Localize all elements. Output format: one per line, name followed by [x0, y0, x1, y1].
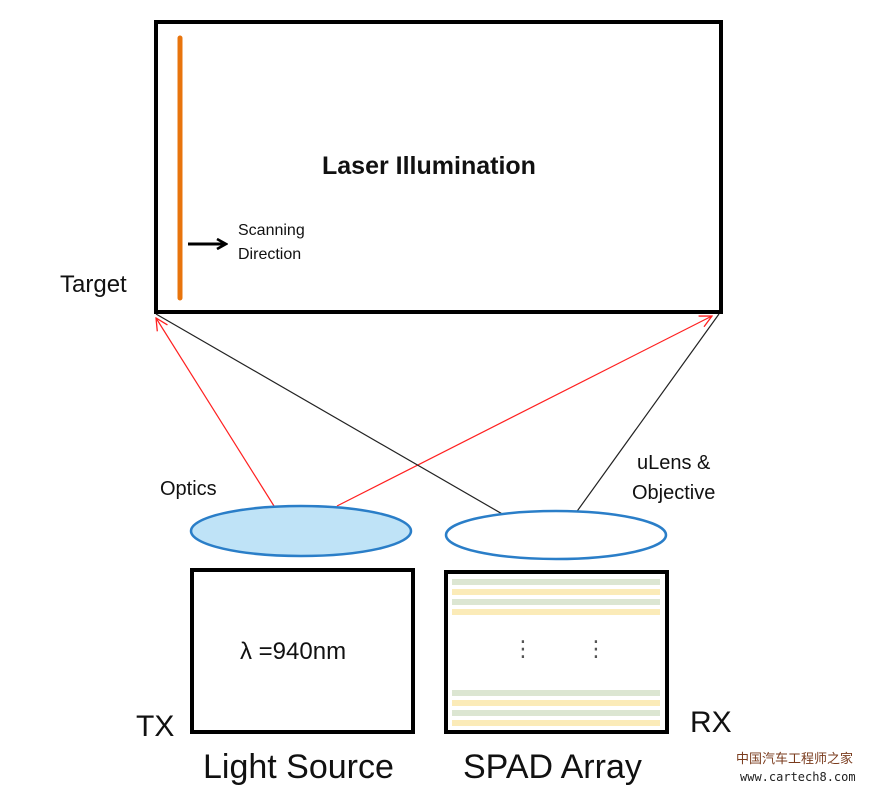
spad-array-caption: SPAD Array — [463, 748, 642, 786]
rx-ray-left — [155, 313, 530, 530]
spad-array-box — [444, 570, 669, 734]
spad-dots-right: ⋮ — [585, 636, 607, 661]
wavelength-label: λ =940nm — [240, 638, 347, 665]
ulens-label-line2: Objective — [632, 482, 716, 504]
light-source-caption: Light Source — [203, 748, 394, 786]
target-label: Target — [60, 271, 127, 298]
tx-ray-left — [156, 318, 275, 507]
spad-stripes-bottom — [452, 690, 660, 726]
watermark-line2: www.cartech8.com — [740, 770, 856, 784]
tx-label: TX — [136, 710, 175, 743]
optics-lens — [189, 504, 413, 558]
tx-ray-right — [336, 316, 712, 507]
optics-label: Optics — [160, 478, 217, 500]
spad-dots-left: ⋮ — [512, 636, 534, 661]
rx-label: RX — [690, 706, 732, 739]
illumination-title: Laser Illumination — [322, 152, 536, 180]
scanning-label-line1: Scanning — [238, 222, 305, 239]
light-source-box — [190, 568, 415, 734]
rx-ray-right — [565, 313, 720, 528]
scanning-label-line2: Direction — [238, 246, 302, 263]
spad-stripes-top — [452, 579, 660, 615]
ulens-label-line1: uLens & — [637, 452, 711, 474]
target-box — [154, 20, 723, 314]
ulens-objective-lens — [444, 509, 668, 561]
watermark-line1: 中国汽车工程师之家 — [736, 752, 854, 767]
